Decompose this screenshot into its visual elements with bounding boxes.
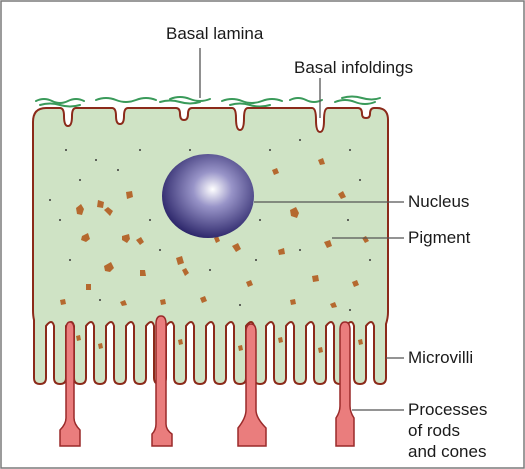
label-pigment: Pigment (408, 228, 470, 248)
label-processes-line2: of rods (408, 421, 460, 441)
label-basal-lamina: Basal lamina (166, 24, 263, 44)
basal-lamina-strands (36, 97, 380, 107)
label-basal-infoldings: Basal infoldings (294, 58, 413, 78)
cell-body (33, 108, 388, 384)
label-processes-line3: and cones (408, 442, 486, 462)
label-microvilli: Microvilli (408, 348, 473, 368)
nucleus (162, 154, 254, 238)
label-processes-line1: Processes (408, 400, 487, 420)
label-nucleus: Nucleus (408, 192, 469, 212)
